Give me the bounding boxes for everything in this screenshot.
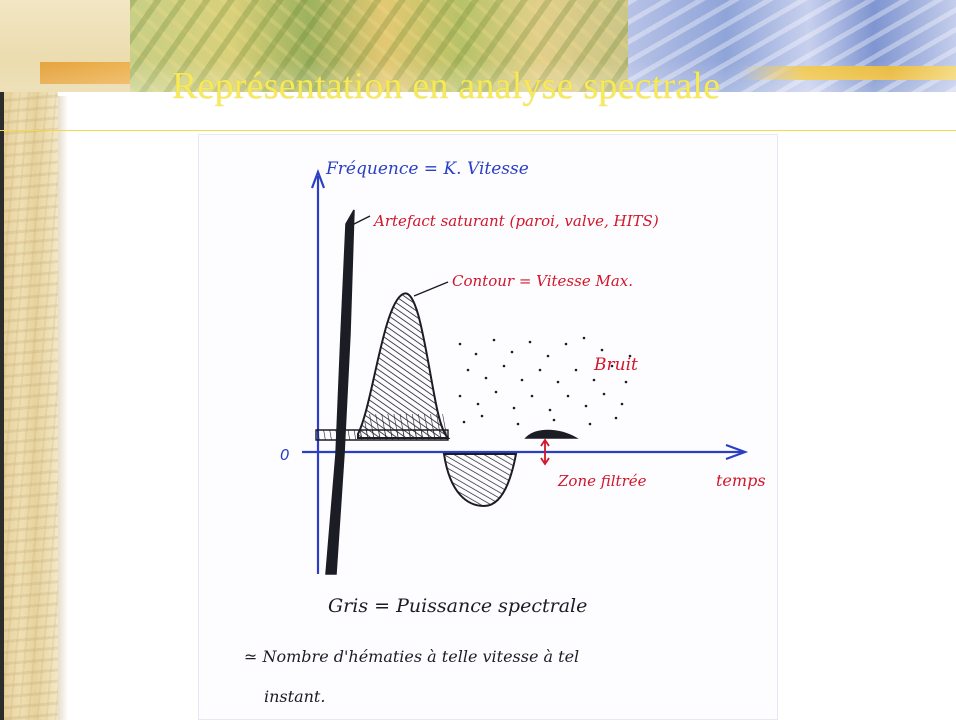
y-axis-label: Fréquence = K. Vitesse [325,159,529,179]
legend-line-2: ≃ Nombre d'hématies à telle vitesse à te… [244,647,579,666]
negative-lobe [444,454,516,506]
x-axis-label: temps [716,471,766,490]
origin-label: 0 [280,446,290,464]
diastolic-bump [526,431,576,439]
filter-zone-annotation: Zone filtrée [557,472,647,490]
systolic-lower-hatch [358,414,448,438]
contour-leader [414,282,448,296]
artefact-annotation: Artefact saturant (paroi, valve, HITS) [372,212,659,230]
left-texture-strip [0,0,58,720]
left-edge-line [0,0,4,720]
legend-line-3: instant. [264,687,325,706]
texture-overlay [0,0,58,720]
title-divider [0,130,956,131]
left-shadow [58,96,68,720]
noise-dots [459,337,632,426]
artefact-band [326,210,354,574]
slide-title: Représentation en analyse spectrale [172,64,720,108]
legend-line-1: Gris = Puissance spectrale [328,595,587,617]
noise-annotation: Bruit [593,355,638,375]
spectral-diagram-svg: Fréquence = K. Vitesse 0 temps Artefact … [198,134,778,720]
contour-annotation: Contour = Vitesse Max. [452,272,633,290]
handwritten-diagram: Fréquence = K. Vitesse 0 temps Artefact … [198,134,778,720]
